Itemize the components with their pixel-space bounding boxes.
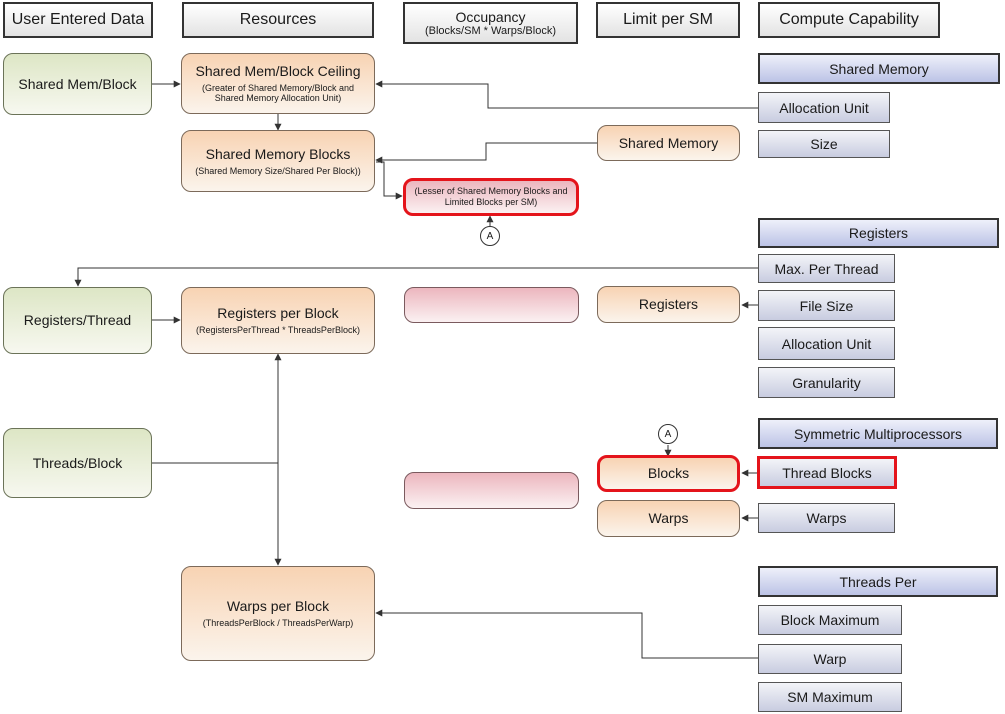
limit-warps: Warps bbox=[597, 500, 740, 537]
connector-a-top: A bbox=[480, 226, 500, 246]
limit-shared-memory: Shared Memory bbox=[597, 125, 740, 161]
compute-sm-warps: Warps bbox=[758, 503, 895, 533]
compute-sm-title-label: Symmetric Multiprocessors bbox=[793, 425, 963, 442]
compute-sm-warps-label: Warps bbox=[806, 510, 847, 526]
resource-shared-memory-blocks-sub: (Shared Memory Size/Shared Per Block)) bbox=[195, 165, 361, 176]
compute-sm-thread-blocks-label: Thread Blocks bbox=[782, 464, 872, 481]
compute-shared-memory-allocation-unit-label: Allocation Unit bbox=[779, 99, 869, 116]
compute-shared-memory-size-label: Size bbox=[810, 136, 838, 152]
connector-a-top-label: A bbox=[486, 230, 494, 242]
compute-threads-warp-label: Warp bbox=[813, 651, 847, 667]
compute-registers-granularity: Granularity bbox=[758, 367, 895, 398]
limit-blocks: Blocks bbox=[597, 455, 740, 492]
limit-registers-label: Registers bbox=[638, 296, 699, 313]
header-user-entered-label: User Entered Data bbox=[11, 10, 145, 28]
resource-shared-memory-blocks: Shared Memory Blocks (Shared Memory Size… bbox=[181, 130, 375, 192]
header-user-entered-data: User Entered Data bbox=[3, 2, 153, 38]
occupancy-lesser-of-label: (Lesser of Shared Memory Blocks and Limi… bbox=[414, 186, 568, 207]
occupancy-threads-slot bbox=[404, 472, 579, 509]
compute-registers-granularity-label: Granularity bbox=[792, 374, 861, 391]
compute-registers-file-size-label: File Size bbox=[799, 297, 854, 314]
compute-threads-per-title-label: Threads Per bbox=[839, 573, 917, 590]
header-limit-per-sm-label: Limit per SM bbox=[623, 10, 713, 28]
header-limit-per-sm: Limit per SM bbox=[596, 2, 740, 38]
compute-sm-title: Symmetric Multiprocessors bbox=[758, 418, 998, 449]
occupancy-lesser-of-blocks: (Lesser of Shared Memory Blocks and Limi… bbox=[403, 178, 579, 216]
resource-warps-per-block-title: Warps per Block bbox=[226, 598, 330, 615]
compute-registers-title: Registers bbox=[758, 218, 999, 248]
compute-threads-sm-maximum-label: SM Maximum bbox=[787, 689, 873, 705]
compute-threads-per-title: Threads Per bbox=[758, 566, 998, 597]
connector-a-bottom-label: A bbox=[664, 428, 672, 440]
header-occupancy: Occupancy (Blocks/SM * Warps/Block) bbox=[403, 2, 578, 44]
compute-registers-allocation-unit-label: Allocation Unit bbox=[781, 335, 872, 352]
header-resources: Resources bbox=[182, 2, 374, 38]
compute-threads-block-maximum: Block Maximum bbox=[758, 605, 902, 635]
compute-threads-sm-maximum: SM Maximum bbox=[758, 682, 902, 712]
resource-registers-per-block-sub: (RegistersPerThread * ThreadsPerBlock) bbox=[196, 325, 360, 335]
compute-shared-memory-title: Shared Memory bbox=[758, 53, 1000, 84]
compute-registers-file-size: File Size bbox=[758, 290, 895, 321]
resource-shared-mem-ceiling-sub: (Greater of Shared Memory/Block and Shar… bbox=[201, 82, 355, 104]
occupancy-registers-slot bbox=[404, 287, 579, 323]
compute-registers-allocation-unit: Allocation Unit bbox=[758, 327, 895, 360]
resource-warps-per-block: Warps per Block (ThreadsPerBlock / Threa… bbox=[181, 566, 375, 661]
compute-shared-memory-allocation-unit: Allocation Unit bbox=[758, 92, 890, 123]
compute-registers-title-label: Registers bbox=[848, 225, 909, 241]
compute-sm-thread-blocks: Thread Blocks bbox=[757, 456, 897, 489]
input-shared-mem-block[interactable]: Shared Mem/Block bbox=[3, 53, 152, 115]
input-threads-block-label: Threads/Block bbox=[32, 454, 123, 471]
header-resources-label: Resources bbox=[239, 10, 317, 28]
header-compute-capability-label: Compute Capability bbox=[779, 10, 919, 28]
input-registers-thread[interactable]: Registers/Thread bbox=[3, 287, 152, 354]
compute-registers-max-per-thread: Max. Per Thread bbox=[758, 254, 895, 283]
resource-shared-memory-blocks-title: Shared Memory Blocks bbox=[205, 145, 351, 162]
connector-a-bottom: A bbox=[658, 424, 678, 444]
compute-threads-warp: Warp bbox=[758, 644, 902, 674]
header-compute-capability: Compute Capability bbox=[758, 2, 940, 38]
compute-registers-max-per-thread-label: Max. Per Thread bbox=[774, 260, 879, 277]
input-registers-thread-label: Registers/Thread bbox=[23, 312, 132, 329]
limit-registers: Registers bbox=[597, 286, 740, 323]
header-occupancy-label: Occupancy bbox=[455, 8, 526, 25]
resource-shared-mem-ceiling: Shared Mem/Block Ceiling (Greater of Sha… bbox=[181, 53, 375, 114]
header-occupancy-sub: (Blocks/SM * Warps/Block) bbox=[424, 24, 556, 37]
compute-shared-memory-size: Size bbox=[758, 130, 890, 158]
resource-registers-per-block: Registers per Block (RegistersPerThread … bbox=[181, 287, 375, 354]
limit-shared-memory-label: Shared Memory bbox=[618, 134, 719, 151]
input-threads-block[interactable]: Threads/Block bbox=[3, 428, 152, 498]
compute-shared-memory-title-label: Shared Memory bbox=[829, 60, 929, 77]
resource-registers-per-block-title: Registers per Block bbox=[217, 305, 339, 322]
resource-shared-mem-ceiling-title: Shared Mem/Block Ceiling bbox=[195, 62, 361, 79]
input-shared-mem-block-label: Shared Mem/Block bbox=[18, 75, 137, 92]
limit-warps-label: Warps bbox=[648, 510, 689, 527]
compute-threads-block-maximum-label: Block Maximum bbox=[780, 612, 880, 628]
resource-warps-per-block-sub: (ThreadsPerBlock / ThreadsPerWarp) bbox=[202, 618, 354, 628]
limit-blocks-label: Blocks bbox=[647, 465, 690, 482]
